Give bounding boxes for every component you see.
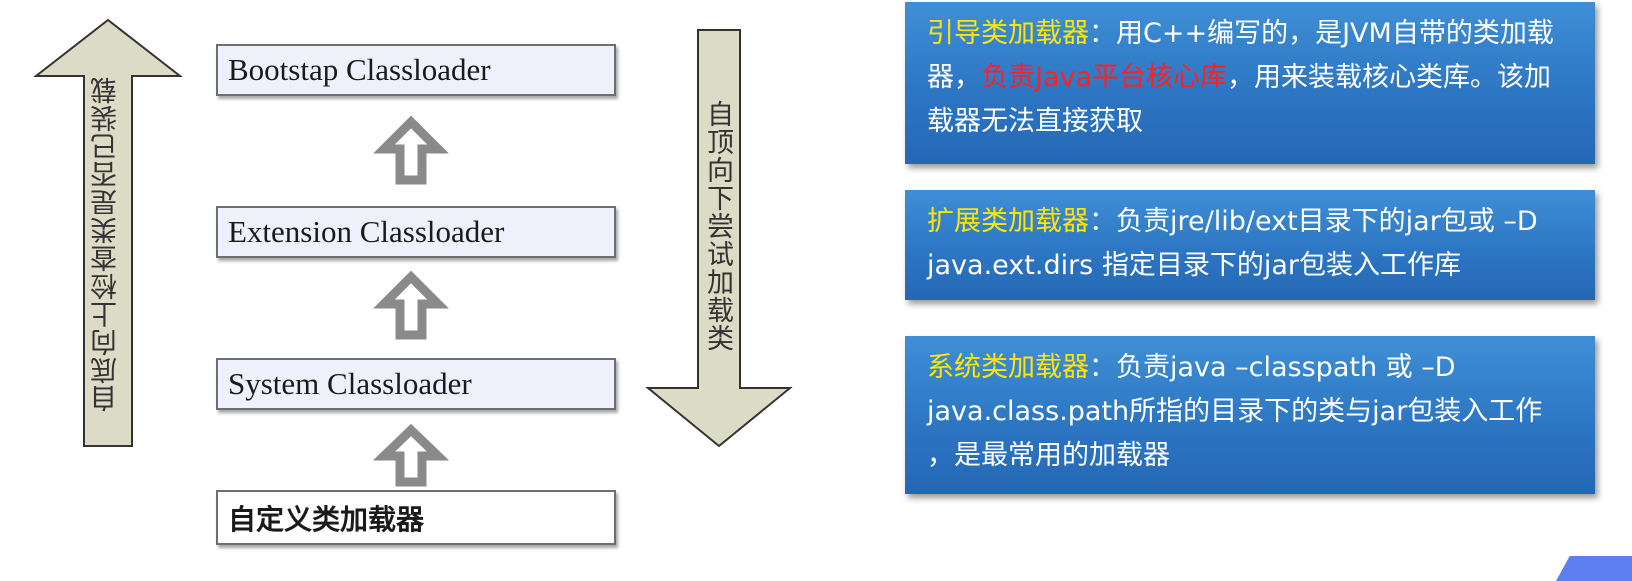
extension-info-text: 负责jre/lib/ext目录下的jar包或 –D java.ext.dirs … [927,206,1538,281]
system-info-sep: ： [1089,352,1116,383]
upward-check-label: 自底向上检查类是否已装载 [91,76,122,412]
system-info-text: 负责java –classpath 或 –D java.class.path所指… [927,352,1543,471]
bootstrap-info-panel: 引导类加载器：用C++编写的，是JVM自带的类加载器，负责Java平台核心库，用… [905,2,1595,164]
extension-info-sep: ： [1089,206,1116,237]
bootstrap-info-highlight: 负责Java平台核心库 [981,62,1228,93]
bootstrap-info-sep: ： [1089,18,1116,49]
system-info-title: 系统类加载器 [927,352,1089,383]
hollow-up-arrow-2 [373,270,449,340]
extension-classloader-box: Extension Classloader [216,206,616,258]
custom-classloader-box: 自定义类加载器 [216,490,616,545]
corner-accent-shape [1556,556,1632,581]
downward-load-label: 自顶向下尝试加载类 [702,100,733,352]
system-classloader-box: System Classloader [216,358,616,410]
downward-load-arrow [645,29,793,448]
bootstrap-info-text1: 用C++编写的，是JVM自带的类加载器， [927,18,1554,93]
hollow-up-arrow-3 [372,423,450,487]
bootstrap-info-text2: ，用来装载核心类库。该加载器无法直接获取 [927,62,1552,137]
system-info-panel: 系统类加载器：负责java –classpath 或 –D java.class… [905,336,1595,494]
extension-info-title: 扩展类加载器 [927,206,1089,237]
bootstrap-info-title: 引导类加载器 [927,18,1089,49]
hollow-up-arrow-1 [373,115,449,185]
extension-info-panel: 扩展类加载器：负责jre/lib/ext目录下的jar包或 –D java.ex… [905,190,1595,300]
bootstrap-classloader-box: Bootstap Classloader [216,44,616,96]
upward-check-arrow [33,18,183,447]
